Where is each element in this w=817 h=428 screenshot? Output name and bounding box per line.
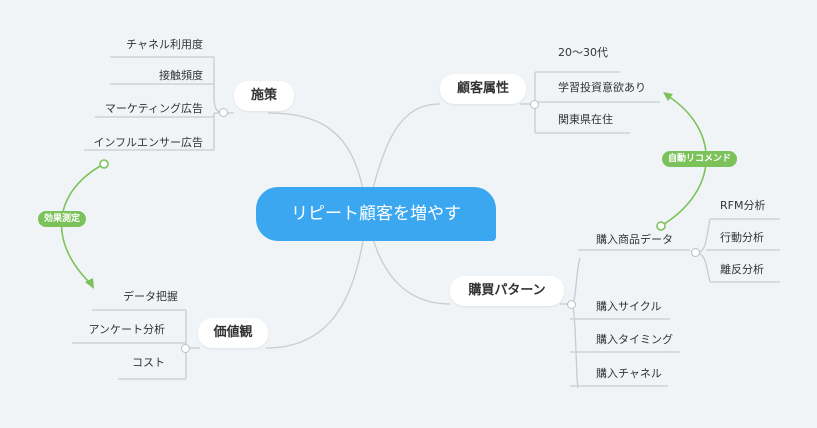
branch-kokyaku[interactable]: 顧客属性 xyxy=(440,74,526,104)
collapse-knob-pattern[interactable] xyxy=(567,300,576,309)
node-purchase-timing[interactable]: 購入タイミング xyxy=(596,333,673,346)
branch-kachikan[interactable]: 価値観 xyxy=(198,318,268,348)
branch-shisaku[interactable]: 施策 xyxy=(234,81,294,111)
node-data-grasp[interactable]: データ把握 xyxy=(123,290,178,303)
node-behavior-analysis[interactable]: 行動分析 xyxy=(720,231,764,244)
node-channel-usage[interactable]: チャネル利用度 xyxy=(126,38,203,51)
collapse-knob-data[interactable] xyxy=(691,248,700,257)
relation-kouka-tag[interactable]: 効果測定 xyxy=(38,211,87,227)
collapse-knob-kachikan[interactable] xyxy=(181,344,190,353)
node-kanto-resident[interactable]: 関東県在住 xyxy=(558,113,613,126)
node-influencer-ad[interactable]: インフルエンサー広告 xyxy=(93,136,203,149)
node-marketing-ad[interactable]: マーケティング広告 xyxy=(104,102,203,115)
node-age-20-30[interactable]: 20〜30代 xyxy=(558,46,608,59)
link-center-kachikan xyxy=(265,227,366,349)
link-pattern-bracket xyxy=(571,257,581,389)
node-purchase-cycle[interactable]: 購入サイクル xyxy=(596,300,662,313)
collapse-knob-kokyaku[interactable] xyxy=(530,100,539,109)
link-center-shisaku xyxy=(267,112,366,201)
link-center-kokyaku xyxy=(369,103,441,201)
link-shisaku-bracket xyxy=(213,57,225,150)
node-rfm-analysis[interactable]: RFM分析 xyxy=(720,199,766,212)
node-learning-investment[interactable]: 学習投資意欲あり xyxy=(558,81,646,94)
node-contact-frequency[interactable]: 接触頻度 xyxy=(159,69,203,82)
node-purchase-item-data[interactable]: 購入商品データ xyxy=(596,233,673,246)
node-cost[interactable]: コスト xyxy=(132,356,165,369)
relation-recommend-tag[interactable]: 自動リコメンド xyxy=(662,151,738,167)
node-churn-analysis[interactable]: 離反分析 xyxy=(720,263,764,276)
node-survey-analysis[interactable]: アンケート分析 xyxy=(88,323,165,336)
branch-pattern[interactable]: 購買パターン xyxy=(450,276,564,306)
collapse-knob-shisaku[interactable] xyxy=(219,108,228,117)
central-topic[interactable]: リピート顧客を増やす xyxy=(256,187,496,241)
link-center-pattern xyxy=(369,227,451,305)
node-purchase-channel[interactable]: 購入チャネル xyxy=(596,367,662,380)
